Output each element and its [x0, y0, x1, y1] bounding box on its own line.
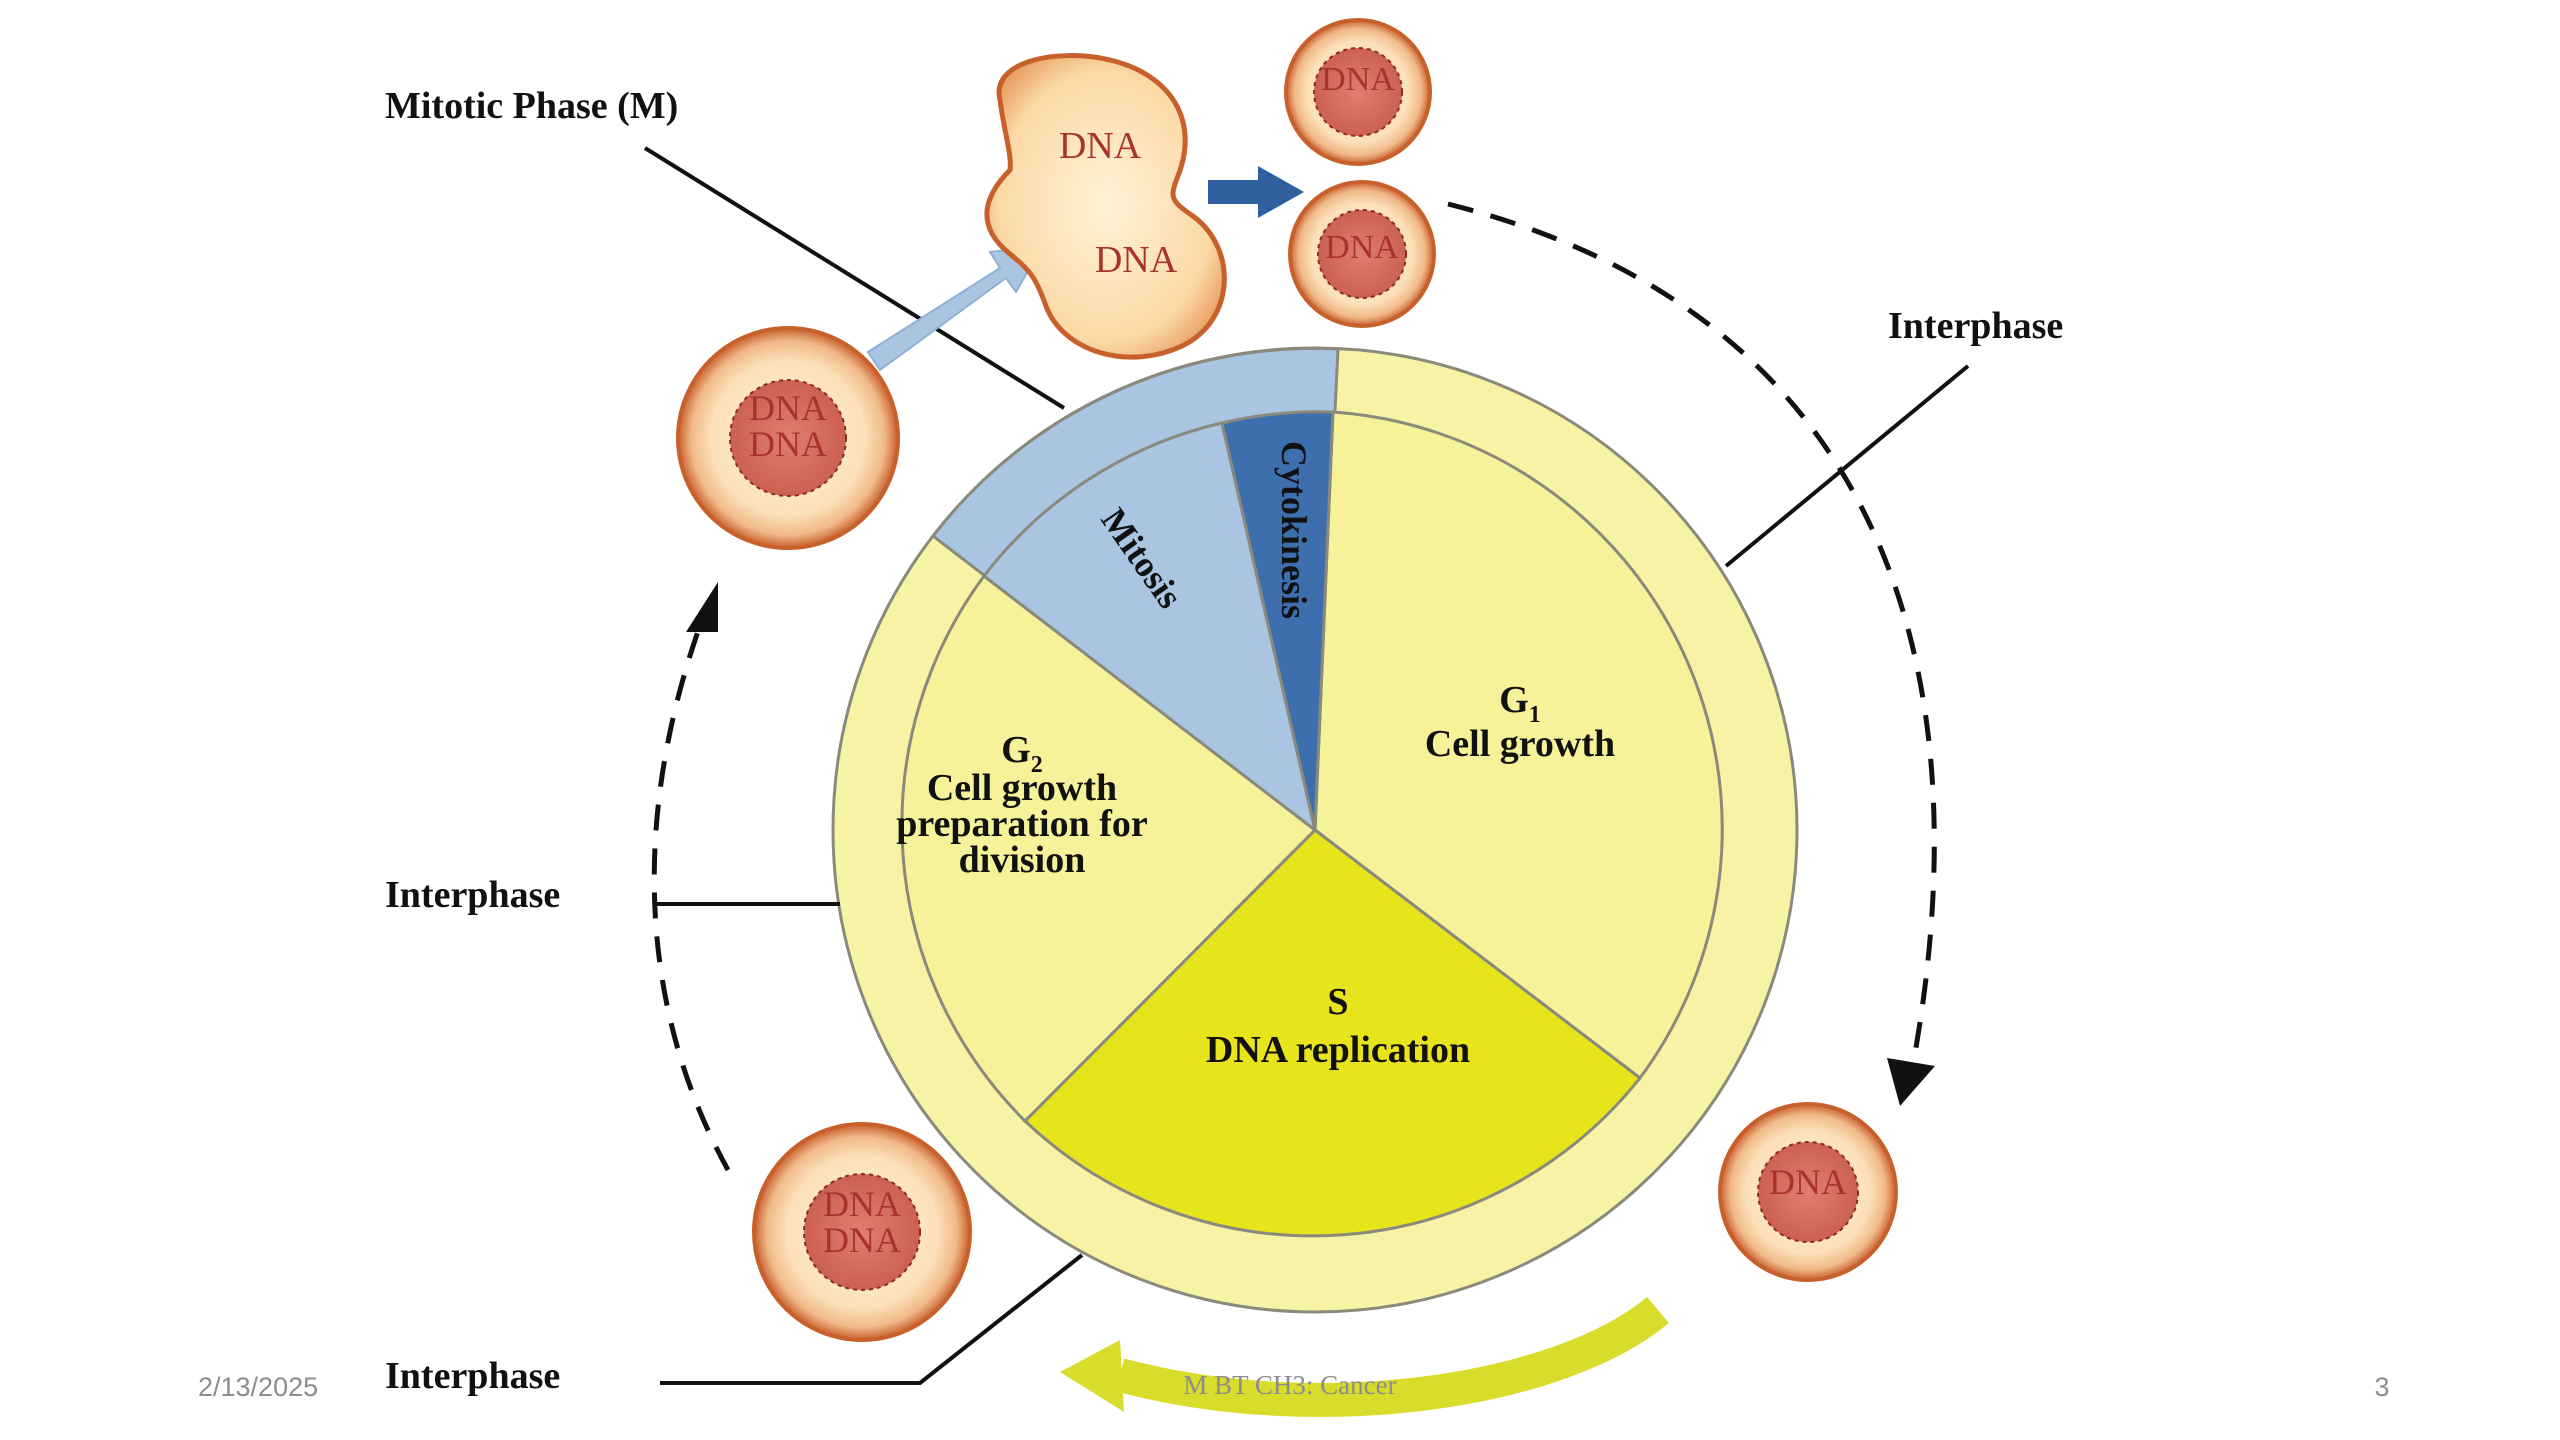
interphase-left-label: Interphase: [385, 874, 560, 916]
dna-label: DNA: [1325, 229, 1399, 266]
dashed-arrow-left: [651, 619, 731, 1172]
nucleus: [1757, 1141, 1859, 1243]
mitosis-wedge: [981, 421, 1318, 834]
dashed-arrow-left-head: [686, 582, 718, 632]
g2-desc-line3: division: [959, 839, 1086, 881]
dashed-arrow-right-head: [1887, 1058, 1935, 1106]
daughter-cell-bottom: DNA: [1288, 180, 1436, 328]
interphase-bottom-label: Interphase: [385, 1355, 560, 1397]
light-blue-arrow: [866, 244, 1044, 372]
dna-label: DNA: [1059, 125, 1142, 167]
g2-desc-line2: preparation for: [896, 803, 1148, 845]
footer-date: 2/13/2025: [198, 1372, 318, 1402]
footer-title: M BT CH3: Cancer: [1183, 1370, 1396, 1400]
nucleus: [803, 1173, 921, 1291]
dna-label: DNA: [749, 388, 827, 428]
green-curved-arrow: [1115, 1296, 1669, 1417]
g2-wedge: [900, 573, 1318, 1124]
dna-label: DNA: [1769, 1162, 1847, 1202]
dark-blue-arrow: [1208, 166, 1304, 218]
mitotic-leader: [643, 146, 1066, 410]
g2-desc-line1: Cell growth: [927, 767, 1117, 809]
dna-label: DNA: [823, 1220, 901, 1260]
g1-desc: Cell growth: [1425, 723, 1615, 765]
cell-bottom-right: DNA: [1718, 1102, 1898, 1282]
dna-label: DNA: [749, 424, 827, 464]
cell-left-top: DNA DNA: [676, 326, 900, 550]
dividing-cell: DNA DNA: [984, 53, 1227, 360]
dashed-arrow-right: [1447, 201, 1937, 1071]
interphase-right-leader: [1724, 364, 1970, 568]
dna-label: DNA: [1321, 61, 1395, 98]
green-arrow-head: [1060, 1340, 1124, 1412]
dna-label: DNA: [823, 1184, 901, 1224]
footer-page-number: 3: [2374, 1372, 2389, 1402]
cytokinesis-wedge: [1220, 410, 1335, 831]
nucleus: [1317, 209, 1407, 299]
daughter-cell-top: DNA: [1284, 18, 1432, 166]
s-wedge: [1022, 828, 1643, 1238]
s-desc: DNA replication: [1206, 1029, 1470, 1071]
mitotic-phase-label: Mitotic Phase (M): [385, 85, 678, 127]
nucleus: [729, 379, 847, 497]
g2-label: G2: [1001, 729, 1043, 778]
interphase-right-label: Interphase: [1888, 305, 2063, 347]
g1-wedge: [1313, 410, 1724, 1081]
s-label: S: [1327, 981, 1348, 1023]
cytokinesis-label: Cytokinesis: [1274, 441, 1314, 619]
interphase-bottom-leader: [660, 1253, 1084, 1385]
cell-bottom-left: DNA DNA: [752, 1122, 972, 1342]
cell-cycle-pie: [900, 410, 1724, 1238]
dna-label: DNA: [1095, 239, 1178, 281]
nucleus: [1313, 47, 1403, 137]
g1-label: G1: [1499, 679, 1541, 728]
